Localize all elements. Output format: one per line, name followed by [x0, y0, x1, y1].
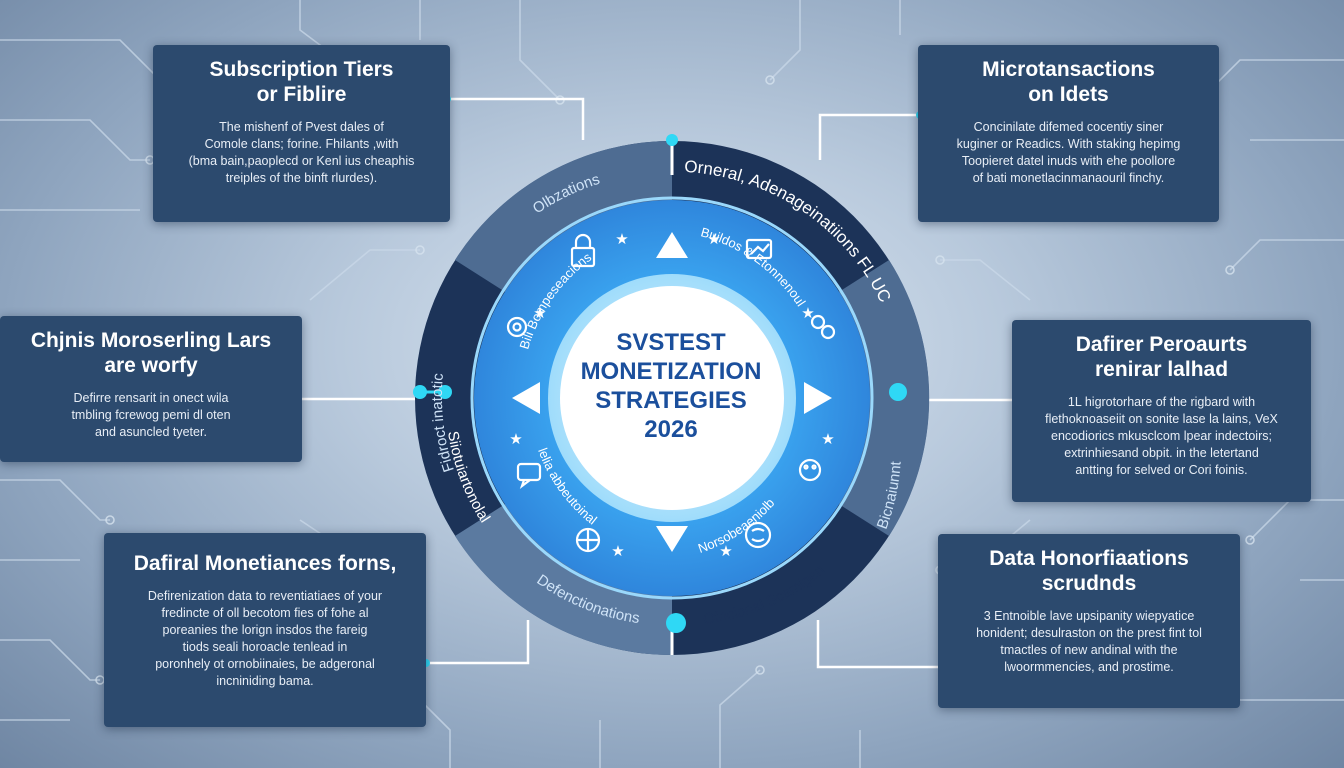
- info-box-body-line: extrinhiesand obpit. in the letertand: [1064, 446, 1259, 460]
- info-box-dafirer: Dafirer Peroaurts renirar lalhad 1L higr…: [1012, 320, 1311, 502]
- chart-icon: [745, 238, 773, 260]
- info-box-body: 3 Entnoible lave upsipanity wiepyatice h…: [952, 608, 1226, 676]
- info-box-body-line: honident; desulraston on the prest fint …: [976, 626, 1202, 640]
- info-box-body-line: lwoormmencies, and prostime.: [1004, 660, 1174, 674]
- inner-ring-edge: [470, 196, 874, 600]
- info-box-title-line: Data Honorfiaations: [989, 547, 1189, 570]
- info-box-body-line: 1L higrotorhare of the rigbard with: [1067, 395, 1256, 409]
- info-box-title-line: scrudnds: [1041, 572, 1137, 595]
- info-box-title-line: are worfy: [104, 354, 198, 377]
- info-box-body: 1L higrotorhare of the rigbard with flet…: [1026, 394, 1297, 479]
- info-box-title-line: Dafirer Peroaurts: [1075, 333, 1248, 356]
- info-box-title: Subscription Tiers or Fiblire: [167, 57, 436, 107]
- info-box-microtransactions: Microtansactions on Idets Concinilate di…: [918, 45, 1219, 222]
- info-box-title: Chjnis Moroserling Lars are worfy: [10, 328, 292, 378]
- info-box-title: Dafirer Peroaurts renirar lalhad: [1026, 332, 1297, 382]
- star-icon: ★: [821, 430, 834, 448]
- info-box-body: Defirre rensarit in onect wila tmbling f…: [10, 390, 292, 441]
- info-box-body-line: The mishenf of Pvest dales of: [219, 120, 384, 134]
- info-box-body-line: Comole clans; forine. Fhilants ,with: [204, 137, 399, 151]
- info-box-body: Defirenization data to reventiatiaes of …: [118, 588, 412, 690]
- connectors: [302, 97, 1013, 669]
- info-box-body-line: Defirenization data to reventiatiaes of …: [147, 589, 383, 603]
- face-icon: [798, 458, 822, 482]
- center-title-line: 2026: [644, 416, 698, 443]
- center-title-line: MONETIZATION: [580, 358, 762, 385]
- info-box-body-line: 3 Entnoible lave upsipanity wiepyatice: [983, 609, 1195, 623]
- info-box-title-line: on Idets: [1028, 83, 1109, 106]
- info-box-body-line: fredincte of oll becotom fies of fohe al: [161, 606, 369, 620]
- star-icon: ★: [801, 304, 814, 322]
- center-title-line: SVSTEST: [616, 329, 726, 356]
- info-box-body-line: (bma bain,paoplecd or Kenl ius cheaphis: [188, 154, 415, 168]
- arrow-left-icon: [512, 382, 540, 414]
- info-box-body-line: poreanies the lorign insdos the fareig: [162, 623, 368, 637]
- lock-icon: [570, 233, 596, 268]
- info-box-dafiral: Dafiral Monetiances forns, Defirenizatio…: [104, 533, 426, 727]
- star-icon: ★: [719, 542, 732, 560]
- info-box-body-line: Toopieret datel inuds with ehe poollore: [961, 154, 1176, 168]
- connector-subscription: [450, 97, 585, 140]
- info-box-body-line: tmbling fcrewog pemi dl oten: [71, 408, 231, 422]
- info-box-title-line: Microtansactions: [982, 58, 1155, 81]
- connector-microtransactions: [818, 113, 918, 160]
- globe-icon: [575, 527, 601, 553]
- star-icon: ★: [707, 230, 720, 248]
- center-title-line: STRATEGIES: [595, 387, 747, 414]
- ring-icons: [506, 233, 836, 553]
- ring-accent-dots: [413, 134, 907, 633]
- arrow-down-icon: [656, 526, 688, 552]
- stars: ★ ★ ★ ★ ★ ★ ★ ★: [509, 230, 834, 560]
- info-box-body-line: of bati monetlacinmanaouril finchy.: [972, 171, 1165, 185]
- info-box-body-line: tiods seali horoacle tenlead in: [182, 640, 348, 654]
- center-title: SVSTEST MONETIZATION STRATEGIES 2026: [561, 328, 781, 444]
- connector-data: [816, 620, 940, 669]
- arrows: [512, 232, 832, 552]
- center-disc: [560, 286, 784, 510]
- star-icon: ★: [509, 430, 522, 448]
- star-icon: ★: [533, 304, 546, 322]
- info-box-body-line: and asuncled tyeter.: [95, 425, 207, 439]
- info-box-body-line: Concinilate difemed cocentiy siner: [973, 120, 1164, 134]
- info-box-body: The mishenf of Pvest dales of Comole cla…: [167, 119, 436, 187]
- star-icon: ★: [611, 542, 624, 560]
- info-box-body-line: antting for selved or Cori foinis.: [1075, 463, 1248, 477]
- info-box-body-line: tmactles of new andinal with the: [1000, 643, 1178, 657]
- info-box-body-line: encodiorics mkusclcom lpear indectoirs;: [1051, 429, 1272, 443]
- link-icon: [810, 314, 836, 340]
- info-box-body-line: kuginer or Readics. With staking hepimg: [956, 137, 1181, 151]
- info-box-body-line: treiples of the binft rlurdes).: [225, 171, 378, 185]
- arrow-up-icon: [656, 232, 688, 258]
- info-box-title: Data Honorfiaations scrudnds: [952, 546, 1226, 596]
- info-box-title-line: Subscription Tiers: [209, 58, 394, 81]
- info-box-title-line: renirar lalhad: [1094, 358, 1229, 381]
- info-box-body-line: incniniding bama.: [216, 674, 314, 688]
- chat-icon: [516, 462, 542, 489]
- info-box-subscription: Subscription Tiers or Fiblire The mishen…: [153, 45, 450, 222]
- info-box-body-line: flethoknoaseiit on sonite lase la lains,…: [1045, 412, 1278, 426]
- gear-icon: [506, 316, 528, 338]
- info-box-title-line: or Fiblire: [256, 83, 347, 106]
- info-box-body: Concinilate difemed cocentiy siner kugin…: [932, 119, 1205, 187]
- info-box-title: Dafiral Monetiances forns,: [118, 551, 412, 576]
- info-box-body-line: Defirre rensarit in onect wila: [73, 391, 229, 405]
- info-box-title: Microtansactions on Idets: [932, 57, 1205, 107]
- info-box-chinis: Chjnis Moroserling Lars are worfy Defirr…: [0, 316, 302, 462]
- info-box-title-line: Chjnis Moroserling Lars: [30, 329, 272, 352]
- brain-icon: [744, 521, 772, 549]
- info-box-title-line: Dafiral Monetiances forns,: [133, 552, 397, 575]
- info-box-data: Data Honorfiaations scrudnds 3 Entnoible…: [938, 534, 1240, 708]
- arrow-right-icon: [804, 382, 832, 414]
- info-box-body-line: poronhely ot ornobiinaies, be adgeronal: [155, 657, 375, 671]
- star-icon: ★: [615, 230, 628, 248]
- connector-dafiral: [428, 620, 530, 665]
